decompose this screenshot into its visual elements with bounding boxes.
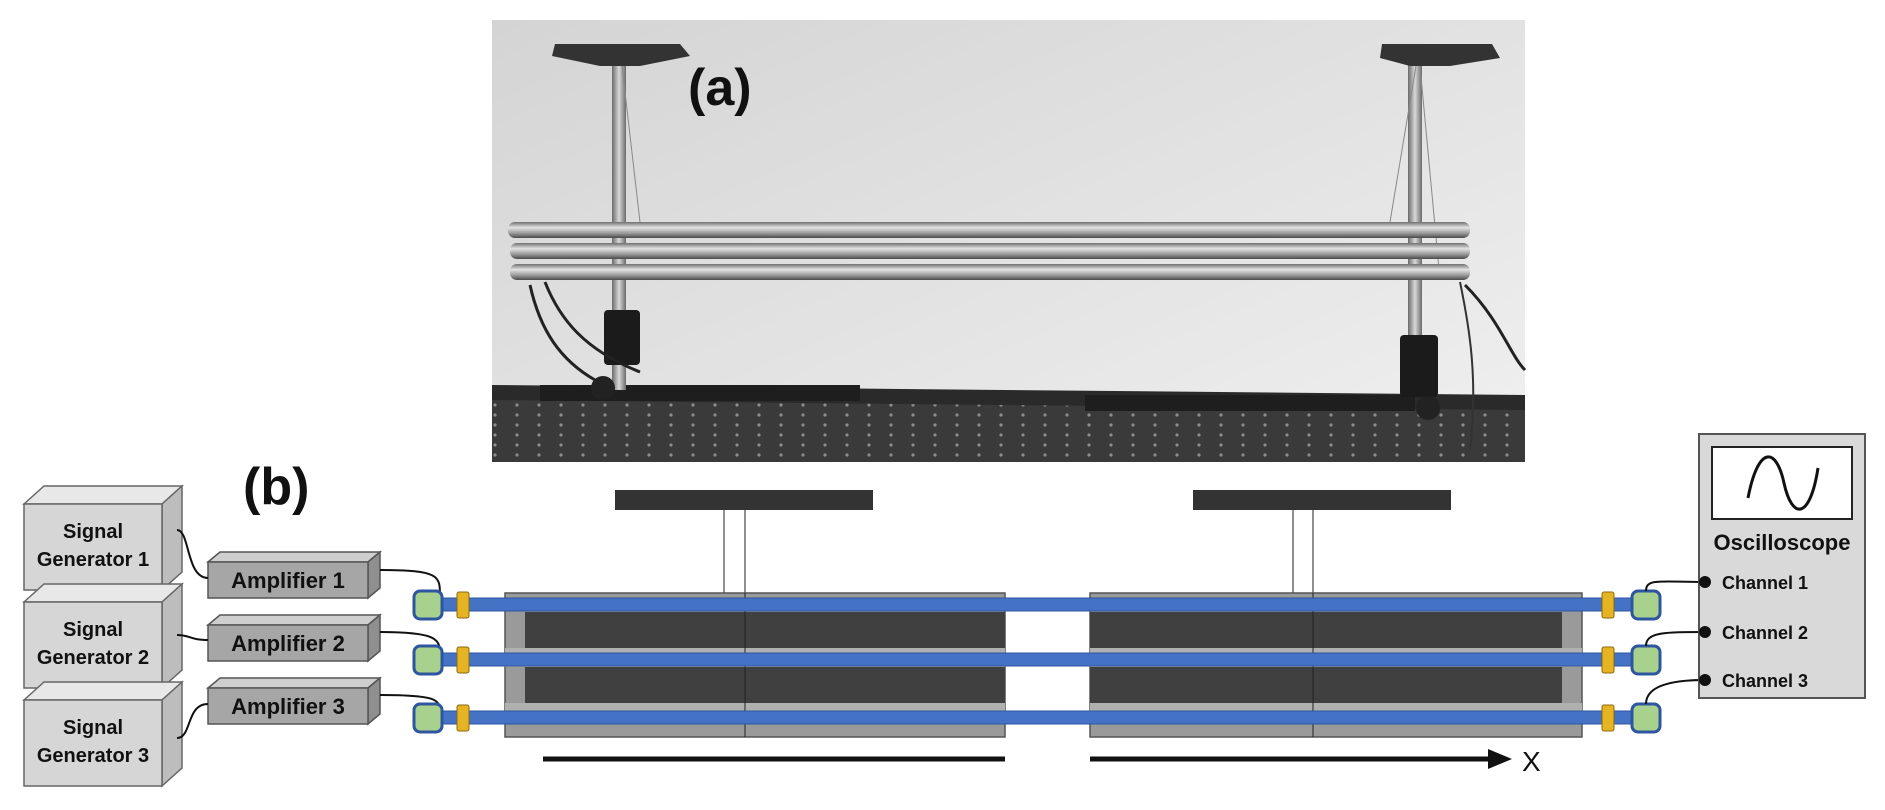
- wire: [176, 634, 209, 641]
- signal-generator-1: Signal Generator 1: [22, 484, 184, 592]
- signal-generator-3: Signal Generator 3: [22, 680, 184, 788]
- photo-tube-middle: [510, 243, 1470, 259]
- box-top: [205, 614, 383, 626]
- signal-generator-label: Signal: [63, 521, 123, 543]
- transducer: [1630, 702, 1662, 734]
- amplifier-3: Amplifier 3: [205, 676, 383, 726]
- signal-generator-label: Generator 3: [37, 745, 149, 767]
- box-side: [161, 484, 183, 592]
- dark-core: [1090, 667, 1562, 703]
- transducer: [412, 644, 444, 676]
- panel-label-b: (b): [243, 458, 309, 516]
- box-front: [207, 687, 369, 725]
- rod-2: [419, 652, 1661, 667]
- cable: [1459, 281, 1475, 451]
- right-t-bar: [1380, 44, 1500, 66]
- oscilloscope-wires: [1645, 580, 1706, 705]
- right-clamp-screw: [1416, 396, 1440, 420]
- signal-generator-2: Signal Generator 2: [22, 582, 184, 690]
- box-front: [23, 699, 163, 787]
- amplifier-1: Amplifier 1: [205, 550, 383, 600]
- thread: [1389, 65, 1417, 223]
- support-block-right: [1193, 490, 1451, 510]
- rod-3: [419, 710, 1661, 725]
- x-axis-label: X: [1522, 746, 1541, 777]
- dark-core: [525, 667, 1005, 703]
- wire: [1645, 580, 1706, 592]
- nut: [456, 591, 470, 619]
- wire: [379, 569, 441, 597]
- transducer: [1630, 589, 1662, 621]
- box-top: [22, 681, 184, 701]
- channel-dot: [1699, 626, 1711, 638]
- amplifier-2: Amplifier 2: [205, 613, 383, 663]
- cable: [543, 281, 641, 374]
- dark-core: [1090, 612, 1562, 648]
- nut: [1601, 591, 1615, 619]
- box-front: [23, 601, 163, 689]
- box-front: [207, 624, 369, 662]
- right-clamp: [1400, 335, 1438, 397]
- channel-dot: [1699, 576, 1711, 588]
- amplifier-label: Amplifier 1: [231, 568, 345, 593]
- sine-wave-icon: [1746, 455, 1820, 511]
- left-transducers: [412, 589, 470, 734]
- nut: [1601, 704, 1615, 732]
- box-top: [205, 677, 383, 689]
- transducer: [1630, 644, 1662, 676]
- signal-generator-label: Generator 2: [37, 647, 149, 669]
- nut: [456, 704, 470, 732]
- rod-1: [419, 597, 1661, 612]
- left-t-bar: [552, 44, 690, 66]
- channel-label: Channel 3: [1722, 671, 1808, 691]
- wire: [176, 703, 209, 739]
- box-side: [161, 680, 183, 788]
- cable: [1463, 283, 1527, 372]
- cable: [528, 284, 596, 382]
- oscilloscope: Oscilloscope Channel 1 Channel 2 Channel…: [1698, 433, 1866, 699]
- channel-label: Channel 2: [1722, 623, 1808, 643]
- generator-amplifier-wires: [176, 529, 209, 739]
- thread: [621, 65, 641, 223]
- transducer: [412, 589, 444, 621]
- x-axis-arrowhead: [1488, 749, 1512, 769]
- amplifier-label: Amplifier 2: [231, 631, 345, 656]
- box-top: [22, 485, 184, 505]
- wire: [1645, 631, 1706, 647]
- oscilloscope-screen: [1711, 446, 1853, 520]
- signal-generator-label: Generator 1: [37, 549, 149, 571]
- wire: [1645, 679, 1706, 705]
- photo-panel: (a): [492, 20, 1527, 462]
- photo-tube-top: [508, 222, 1470, 238]
- left-clamp: [604, 310, 640, 365]
- box-top: [22, 583, 184, 603]
- box-front: [207, 561, 369, 599]
- amplifier-label: Amplifier 3: [231, 694, 345, 719]
- channel-label: Channel 1: [1722, 573, 1808, 593]
- nut: [456, 646, 470, 674]
- right-transducers: [1601, 589, 1662, 734]
- channel-dot: [1699, 674, 1711, 686]
- transducer: [412, 702, 444, 734]
- box-front: [23, 503, 163, 591]
- dark-core: [525, 612, 1005, 648]
- left-rail: [540, 385, 860, 401]
- nut: [1601, 646, 1615, 674]
- signal-generator-label: Signal: [63, 717, 123, 739]
- support-block-left: [615, 490, 873, 510]
- support-threads: [723, 510, 1314, 593]
- left-clamp-screw: [591, 376, 615, 400]
- right-rail: [1085, 395, 1415, 411]
- panel-label-a: (a): [688, 59, 752, 117]
- photo-tube-bottom: [510, 264, 1470, 280]
- wire: [176, 529, 209, 579]
- oscilloscope-title: Oscilloscope: [1714, 530, 1851, 555]
- signal-generator-label: Signal: [63, 619, 123, 641]
- box-top: [205, 551, 383, 563]
